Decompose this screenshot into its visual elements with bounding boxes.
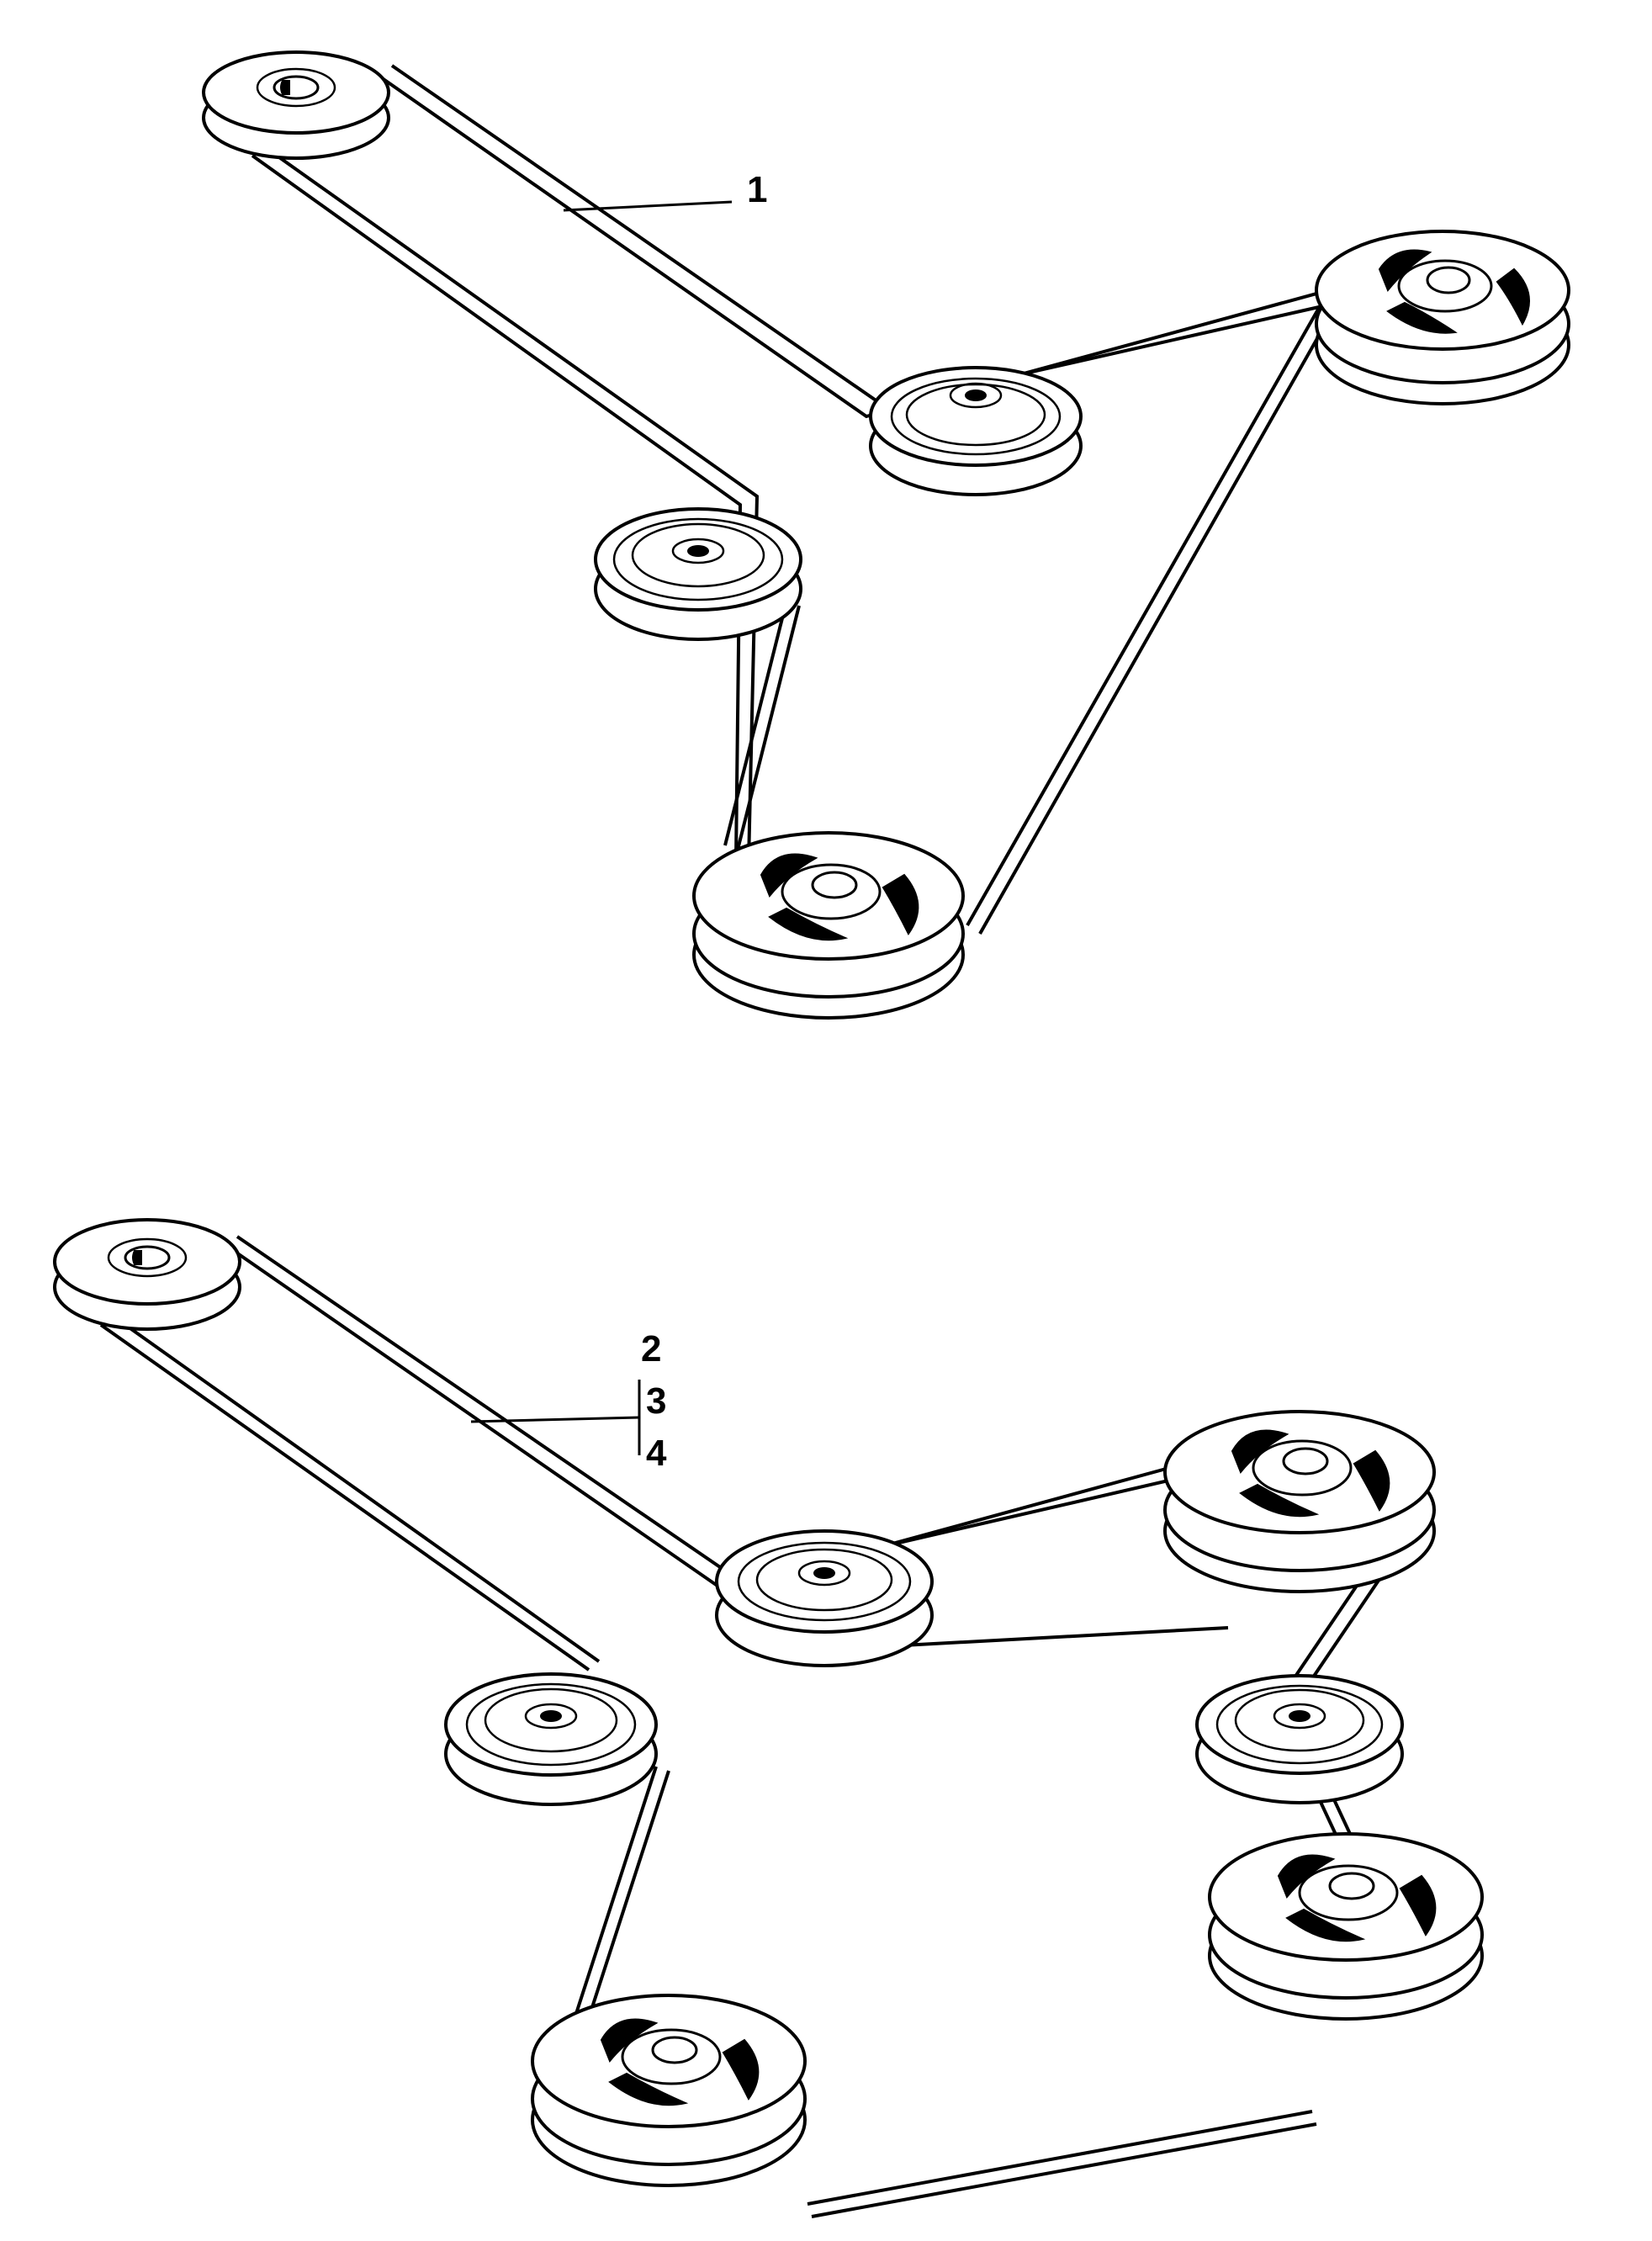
pulley-idler-top-left: [594, 507, 802, 641]
callout-1-label: 1: [747, 169, 767, 210]
pulley-drive-bottom-left: [53, 1218, 241, 1331]
top-belt-assembly: 1: [202, 50, 1570, 1020]
pulley-spindle-top-bottom: [692, 831, 965, 1020]
pulley-spindle-bottom-top-right: [1163, 1410, 1436, 1593]
pulley-idler-bottom-center: [715, 1529, 934, 1667]
callout-4-label: 4: [646, 1433, 667, 1474]
callout-2-3-4: 2 3 4: [470, 1328, 667, 1474]
bottom-belt-assembly: 2 3 4: [53, 1218, 1484, 2218]
pulley-idler-top-center: [869, 366, 1083, 496]
pulley-idler-bottom-left: [444, 1672, 658, 1806]
callout-3-label: 3: [646, 1380, 666, 1422]
pulley-spindle-bottom-right: [1208, 1832, 1484, 2021]
belt-1: [251, 64, 1341, 935]
pulley-spindle-top-right: [1315, 230, 1570, 405]
pulley-spindle-bottom-left: [531, 1994, 807, 2187]
callout-2-label: 2: [641, 1328, 661, 1370]
pulley-drive-top-left: [202, 50, 390, 160]
callout-1: 1: [563, 169, 767, 212]
pulley-idler-bottom-right: [1195, 1674, 1404, 1804]
